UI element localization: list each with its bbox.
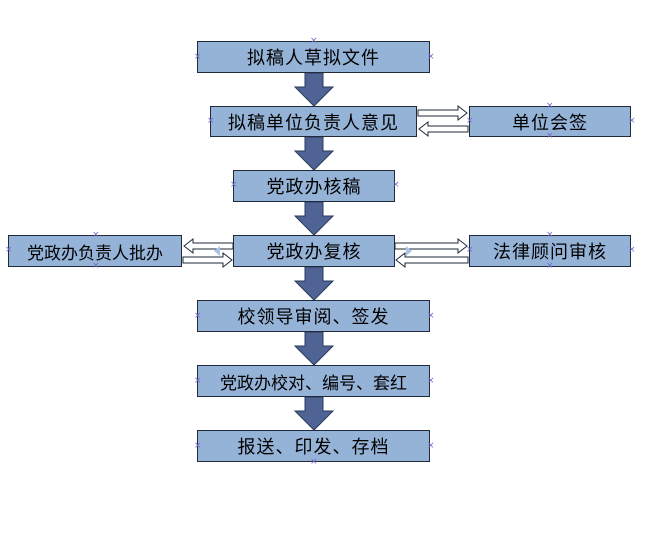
handle-icon: × [5, 245, 13, 255]
step-leader-sign: 校领导审阅、签发 [197, 300, 430, 332]
handle-icon: × [466, 245, 474, 255]
handle-icon: × [427, 52, 435, 62]
two-way-arrow-countersign [417, 104, 469, 138]
two-way-arrow-director [182, 237, 234, 269]
step-director-approval: 党政办负责人批办 [8, 235, 182, 267]
handle-icon: × [194, 311, 202, 321]
handle-icon: × [207, 116, 215, 126]
step-distribute-archive: 报送、印发、存档 [197, 430, 430, 462]
handle-icon: × [628, 116, 636, 126]
step-office-recheck: 党政办复核 [233, 235, 395, 267]
handle-icon: × [194, 376, 202, 386]
step-unit-countersign: 单位会签 [469, 106, 631, 137]
handle-icon: × [466, 116, 474, 126]
marker-right-icon [406, 246, 412, 256]
handle-icon: × [194, 441, 202, 451]
handle-icon: × [628, 245, 636, 255]
handle-icon: × [230, 180, 238, 190]
step-unit-head-opinion: 拟稿单位负责人意见 [210, 106, 417, 137]
down-arrow-6 [293, 396, 335, 431]
handle-icon: × [310, 457, 318, 467]
down-arrow-5 [293, 331, 335, 366]
down-arrow-4 [293, 266, 335, 301]
two-way-arrow-legal [394, 237, 469, 269]
handle-icon: × [392, 180, 400, 190]
down-arrow-3 [293, 201, 335, 236]
step-proofread-number: 党政办校对、编号、套红 [197, 365, 430, 397]
handle-icon: × [194, 52, 202, 62]
handle-icon: × [546, 101, 554, 111]
handle-icon: × [546, 131, 554, 141]
step-draft-document: 拟稿人草拟文件 [197, 41, 430, 73]
step-legal-review: 法律顾问审核 [469, 235, 631, 267]
handle-icon: × [546, 261, 554, 271]
handle-icon: × [427, 376, 435, 386]
handle-icon: × [546, 230, 554, 240]
step-office-review: 党政办核稿 [233, 170, 395, 202]
handle-icon: × [92, 230, 100, 240]
handle-icon: × [92, 261, 100, 271]
handle-icon: × [427, 311, 435, 321]
handle-icon: × [427, 441, 435, 451]
down-arrow-2 [293, 136, 335, 171]
marker-left-icon [214, 246, 220, 256]
down-arrow-1 [293, 72, 335, 107]
handle-icon: × [310, 36, 318, 46]
